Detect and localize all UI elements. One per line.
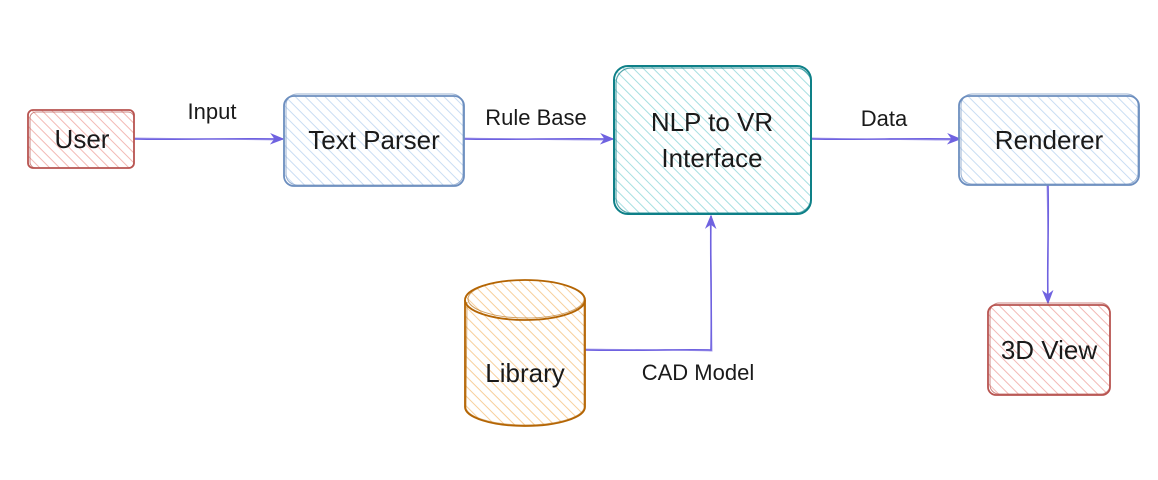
node-text-parser: Text Parser	[283, 93, 465, 187]
node-label-library: Library	[485, 358, 564, 388]
node-user: User	[27, 109, 135, 169]
edge-label-rule-base: Rule Base	[485, 105, 587, 130]
edge-label-input: Input	[188, 99, 237, 124]
edge-label-cad-model: CAD Model	[642, 360, 754, 385]
node-label-nlp-line2: Interface	[661, 143, 762, 173]
edge-renderer-to-3d-view	[1041, 184, 1054, 305]
edge-text-parser-to-nlp	[462, 132, 615, 145]
node-label-3d-view: 3D View	[1001, 335, 1098, 365]
node-label-user: User	[55, 124, 110, 154]
node-renderer: Renderer	[958, 93, 1140, 186]
node-3d-view: 3D View	[987, 302, 1111, 396]
node-label-renderer: Renderer	[995, 125, 1104, 155]
node-nlp-to-vr-interface: NLP to VR Interface	[613, 65, 812, 215]
node-label-nlp-line1: NLP to VR	[651, 107, 773, 137]
node-label-text-parser: Text Parser	[308, 125, 440, 155]
edge-nlp-to-renderer	[811, 132, 962, 145]
edge-label-data: Data	[861, 106, 908, 131]
node-library-cylinder: Library	[464, 279, 586, 427]
edge-library-to-nlp	[583, 214, 717, 352]
edge-user-to-text-parser	[133, 132, 285, 145]
